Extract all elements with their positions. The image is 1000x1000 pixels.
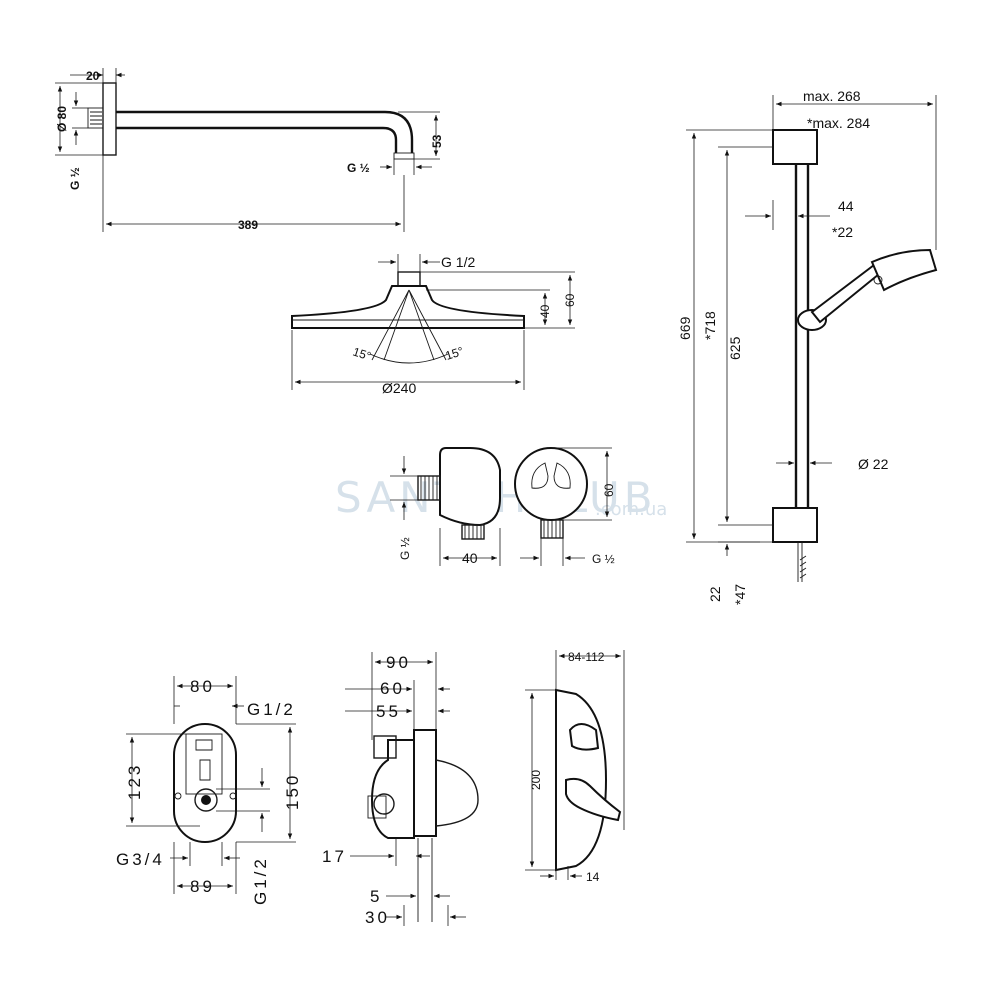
dim-plate-depth: 84-112 bbox=[568, 650, 605, 664]
wall-arm-drawing: 20 Ø 80 G ½ 53 G ½ 389 bbox=[55, 68, 444, 232]
dim-rail-max-alt: *max. 284 bbox=[807, 115, 870, 131]
dim-head-h1: 40 bbox=[538, 304, 552, 318]
dim-side-55: 55 bbox=[376, 702, 401, 721]
dim-outlet-height: 60 bbox=[602, 483, 616, 497]
plate-knob bbox=[568, 723, 600, 751]
dim-head-thread: G 1/2 bbox=[441, 254, 475, 270]
dim-flange: 20 bbox=[86, 69, 100, 83]
dim-rail-669: 669 bbox=[677, 316, 693, 340]
dim-head-diameter: Ø240 bbox=[382, 380, 416, 396]
dim-box-89: 89 bbox=[190, 877, 215, 896]
side-handle bbox=[435, 759, 479, 827]
dim-rail-max: max. 268 bbox=[803, 88, 861, 104]
dim-rail-44: 44 bbox=[838, 198, 854, 214]
dim-side-30: 30 bbox=[365, 908, 390, 927]
dim-box-123: 123 bbox=[125, 763, 144, 800]
side-body bbox=[370, 739, 415, 839]
concealed-box-drawing: 80 G1/2 123 150 G3/4 89 G1/2 bbox=[116, 676, 302, 905]
dim-arm-thread-end: G ½ bbox=[347, 161, 370, 175]
dim-rail-625: 625 bbox=[727, 336, 743, 360]
dim-arm-length: 389 bbox=[238, 218, 258, 232]
cover-plate-drawing: 84-112 200 14 bbox=[525, 650, 625, 884]
dim-rail-47: *47 bbox=[732, 584, 748, 605]
dim-rail-718: *718 bbox=[702, 311, 718, 340]
dim-box-150: 150 bbox=[283, 773, 302, 810]
dim-box-g12-bottom: G1/2 bbox=[251, 856, 270, 905]
dim-side-17: 17 bbox=[322, 847, 347, 866]
box-outlet bbox=[194, 788, 218, 812]
wall-outlet-drawing: G ½ 40 60 G ½ bbox=[390, 447, 616, 566]
dim-side-5: 5 bbox=[370, 887, 382, 906]
hand-shower bbox=[810, 260, 886, 324]
dim-arm-diameter: Ø 80 bbox=[55, 106, 69, 132]
watermark: SANTEHCLUB .com.ua bbox=[335, 473, 667, 522]
dim-angle-right: 15° bbox=[444, 344, 466, 363]
head-shower-drawing: 15° 15° G 1/2 40 60 Ø240 bbox=[291, 254, 577, 396]
dim-plate-200: 200 bbox=[529, 770, 543, 790]
dim-box-g34: G3/4 bbox=[116, 850, 165, 869]
outlet-side-body bbox=[439, 447, 501, 527]
arm-flange bbox=[102, 82, 117, 156]
plate-lever bbox=[565, 777, 622, 822]
rail-bracket-bottom bbox=[772, 507, 818, 543]
side-view-drawing: 90 60 55 17 5 30 bbox=[322, 652, 479, 927]
svg-text:.com.ua: .com.ua bbox=[595, 499, 667, 520]
dim-angle-left: 15° bbox=[351, 345, 373, 364]
dim-arm-thread-left: G ½ bbox=[68, 167, 82, 190]
shower-rail-drawing: max. 268 *max. 284 44 *22 669 *718 625 Ø… bbox=[677, 88, 938, 605]
dim-head-h2: 60 bbox=[563, 293, 577, 307]
arm-thread bbox=[87, 107, 104, 129]
dim-arm-drop: 53 bbox=[430, 134, 444, 148]
rail-bracket-top bbox=[772, 129, 818, 165]
dim-box-g12-top: G1/2 bbox=[247, 700, 296, 719]
box-outline bbox=[173, 723, 237, 843]
dim-rail-22: *22 bbox=[832, 224, 853, 240]
dim-outlet-thread-left: G ½ bbox=[398, 537, 412, 560]
dim-outlet-thread-right: G ½ bbox=[592, 552, 615, 566]
arm-pipe bbox=[116, 110, 414, 153]
dim-rail-diameter: Ø 22 bbox=[858, 456, 889, 472]
dim-side-90: 90 bbox=[386, 653, 411, 672]
dim-rail-22b: 22 bbox=[707, 586, 723, 602]
dim-box-80: 80 bbox=[190, 677, 215, 696]
dim-plate-14: 14 bbox=[586, 870, 600, 884]
side-plate bbox=[413, 729, 437, 837]
dim-side-60: 60 bbox=[380, 679, 405, 698]
dim-outlet-width: 40 bbox=[462, 550, 478, 566]
outlet-front-body bbox=[514, 447, 588, 521]
